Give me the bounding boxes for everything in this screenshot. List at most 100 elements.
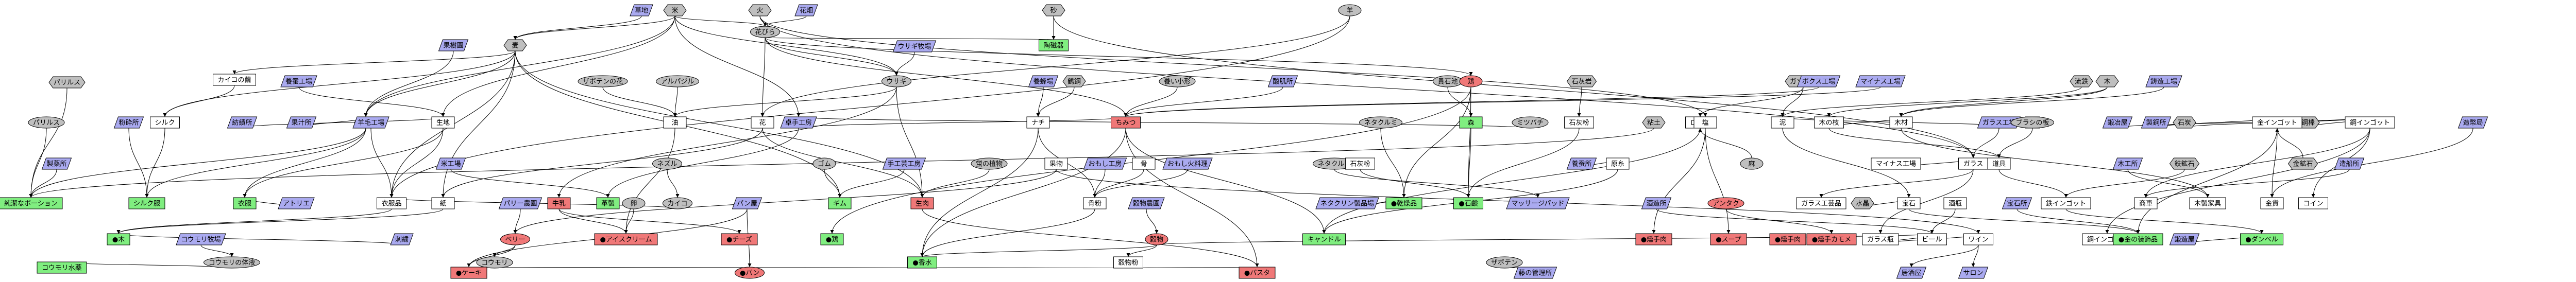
graph-node[interactable]: 米: [663, 4, 687, 16]
graph-node[interactable]: 紡績所: [227, 116, 258, 129]
graph-node[interactable]: ●チーズ: [721, 233, 758, 245]
graph-node[interactable]: コウモリの体液: [204, 256, 260, 269]
graph-node[interactable]: 純潔なボーション: [0, 197, 63, 209]
graph-node[interactable]: 火: [748, 4, 772, 16]
graph-node[interactable]: おもし工房: [1083, 157, 1127, 170]
graph-node[interactable]: ガラス瓶: [1862, 233, 1899, 245]
graph-node[interactable]: コウモリ水薬: [37, 261, 87, 274]
graph-node[interactable]: 生肉: [910, 197, 934, 209]
graph-node[interactable]: ワイン: [1963, 233, 1993, 245]
graph-node[interactable]: ネタクリン製品場: [1315, 197, 1379, 209]
graph-node[interactable]: ●乾燥品: [1385, 197, 1422, 209]
graph-node[interactable]: ザボテンの花: [578, 75, 628, 87]
graph-node[interactable]: 流鉄: [2070, 75, 2093, 87]
graph-node[interactable]: 金鉱石: [2287, 157, 2318, 170]
graph-node[interactable]: 貴石池: [1433, 75, 1463, 87]
graph-node[interactable]: 卵: [622, 197, 646, 209]
graph-node[interactable]: 花畑: [794, 4, 818, 16]
graph-node[interactable]: ちみつ: [1111, 116, 1141, 129]
graph-node[interactable]: 油: [663, 116, 687, 129]
graph-node[interactable]: ミツバチ: [1512, 116, 1549, 129]
graph-node[interactable]: ネタクルミ: [1359, 116, 1402, 129]
graph-node[interactable]: アンタク: [1707, 197, 1744, 209]
graph-node[interactable]: 鶏: [1459, 75, 1483, 87]
graph-node[interactable]: 宝石所: [2002, 197, 2032, 209]
graph-node[interactable]: 木材: [1889, 116, 1913, 129]
graph-node[interactable]: 木: [2095, 75, 2119, 87]
graph-node[interactable]: 鉄鉱石: [2169, 157, 2200, 170]
graph-node[interactable]: ●金の装飾品: [2113, 233, 2163, 245]
graph-node[interactable]: パリルス: [48, 76, 86, 89]
graph-node[interactable]: 造船所: [2334, 157, 2365, 170]
graph-node[interactable]: 塩: [1693, 116, 1717, 129]
graph-node[interactable]: ゴム: [812, 157, 836, 170]
graph-node[interactable]: 紙: [431, 197, 455, 209]
graph-node[interactable]: ギム: [828, 197, 852, 209]
graph-node[interactable]: 木の枝: [1814, 116, 1844, 129]
graph-node[interactable]: ウサギ牧場: [892, 40, 937, 52]
graph-node[interactable]: 居酒屋: [1896, 267, 1927, 279]
graph-node[interactable]: 石灰粉: [1345, 157, 1375, 170]
graph-node[interactable]: 砂: [1042, 4, 1065, 16]
graph-node[interactable]: 製薬所: [41, 157, 72, 170]
graph-node[interactable]: 刺繍: [390, 233, 414, 245]
graph-node[interactable]: 泥: [1771, 116, 1794, 129]
graph-node[interactable]: ●アイスクリーム: [594, 233, 658, 245]
graph-node[interactable]: ●パスタ: [1239, 267, 1276, 279]
graph-node[interactable]: 骨: [1132, 157, 1156, 170]
graph-node[interactable]: ●ダンベル: [2240, 233, 2283, 245]
graph-node[interactable]: マイナス工場: [1855, 75, 1906, 87]
graph-node[interactable]: 金貨: [2260, 197, 2284, 209]
graph-node[interactable]: 商車: [2134, 197, 2158, 209]
graph-node[interactable]: 穀物農園: [1128, 197, 1165, 209]
graph-node[interactable]: ガラス工場: [1977, 116, 2021, 129]
graph-node[interactable]: ネズル: [652, 157, 682, 170]
graph-node[interactable]: 養い小形: [1159, 75, 1196, 87]
graph-node[interactable]: マッサージパッド: [1506, 197, 1570, 209]
graph-node[interactable]: ガラス工芸品: [1796, 197, 1846, 209]
graph-node[interactable]: 麦: [503, 39, 527, 51]
graph-node[interactable]: 鶴鋼: [1062, 75, 1086, 87]
graph-node[interactable]: ガラス: [1958, 157, 1988, 170]
graph-node[interactable]: ●木: [107, 233, 130, 245]
graph-node[interactable]: 革製: [596, 197, 620, 209]
graph-node[interactable]: 陶磁器: [1039, 39, 1069, 51]
graph-node[interactable]: 酒造所: [1641, 197, 1672, 209]
graph-node[interactable]: ベリー: [500, 233, 530, 245]
graph-node[interactable]: 石灰粉: [1564, 116, 1594, 129]
graph-node[interactable]: ●パン: [735, 267, 765, 279]
graph-node[interactable]: 蛍の植物: [971, 157, 1008, 170]
graph-node[interactable]: 養蚕工場: [280, 75, 317, 87]
graph-node[interactable]: ●スープ: [1710, 233, 1747, 245]
graph-node[interactable]: 原糸: [1606, 157, 1630, 170]
graph-node[interactable]: アトリエ: [278, 197, 315, 209]
graph-node[interactable]: 衣服: [233, 197, 257, 209]
graph-node[interactable]: ザボテン: [1486, 256, 1523, 269]
graph-node[interactable]: 製鋼所: [2141, 116, 2172, 129]
graph-node[interactable]: 造幣局: [2458, 116, 2488, 129]
graph-node[interactable]: ウサギ: [882, 75, 911, 87]
graph-node[interactable]: おもし火料理: [1162, 157, 1213, 170]
graph-node[interactable]: 手工芸工房: [882, 157, 926, 170]
graph-node[interactable]: 木工所: [2112, 157, 2143, 170]
graph-node[interactable]: 草地: [630, 4, 653, 16]
graph-node[interactable]: パリー農園: [498, 197, 543, 209]
graph-node[interactable]: コイン: [2298, 197, 2328, 209]
graph-node[interactable]: 牛乳: [547, 197, 571, 209]
graph-node[interactable]: 卓手工房: [780, 116, 817, 129]
graph-node[interactable]: 金インゴット: [2252, 116, 2302, 129]
graph-node[interactable]: 粉砕所: [113, 116, 144, 129]
graph-node[interactable]: 羊毛工場: [352, 116, 389, 129]
graph-node[interactable]: ブラシの板: [2011, 116, 2054, 129]
graph-node[interactable]: 花: [751, 116, 774, 129]
graph-node[interactable]: 衣服品: [377, 197, 406, 209]
graph-node[interactable]: 鉄インゴット: [2041, 197, 2091, 209]
graph-node[interactable]: 鋳造工場: [2145, 75, 2182, 87]
graph-node[interactable]: 羊: [1338, 4, 1362, 16]
graph-node[interactable]: 米工場: [435, 157, 466, 170]
graph-node[interactable]: 鍛造屋: [2169, 233, 2200, 245]
graph-node[interactable]: ナチ: [1026, 116, 1050, 129]
graph-node[interactable]: 鍛冶屋: [2102, 116, 2133, 129]
graph-node[interactable]: ●ケーキ: [450, 267, 487, 279]
graph-node[interactable]: 道具: [1987, 157, 2011, 170]
